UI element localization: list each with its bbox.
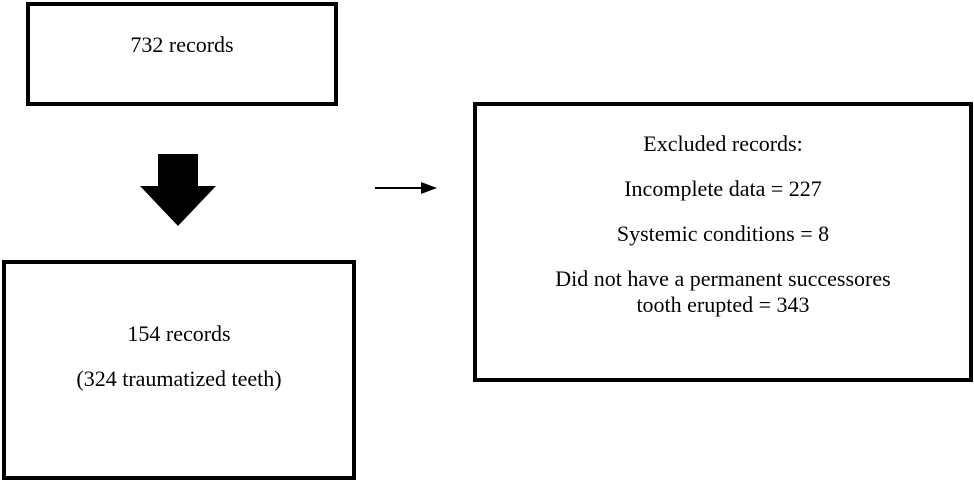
- records-included-box: 154 records (324 traumatized teeth): [2, 260, 356, 480]
- right-arrow-icon: [375, 182, 437, 194]
- records-total-box: 732 records: [26, 2, 338, 106]
- records-total-text: 732 records: [130, 32, 234, 57]
- excluded-systemic-conditions: Systemic conditions = 8: [616, 221, 830, 246]
- down-arrow-icon: [140, 154, 216, 226]
- excluded-incomplete-data: Incomplete data = 227: [624, 176, 822, 201]
- records-included-count: 154 records: [127, 321, 231, 346]
- traumatized-teeth-count: (324 traumatized teeth): [76, 366, 282, 391]
- excluded-no-successor-line1: Did not have a permanent successores: [555, 266, 891, 291]
- excluded-no-successor-line2: tooth erupted = 343: [636, 292, 810, 317]
- excluded-records-box: Excluded records: Incomplete data = 227 …: [473, 102, 973, 382]
- excluded-records-title: Excluded records:: [643, 131, 803, 156]
